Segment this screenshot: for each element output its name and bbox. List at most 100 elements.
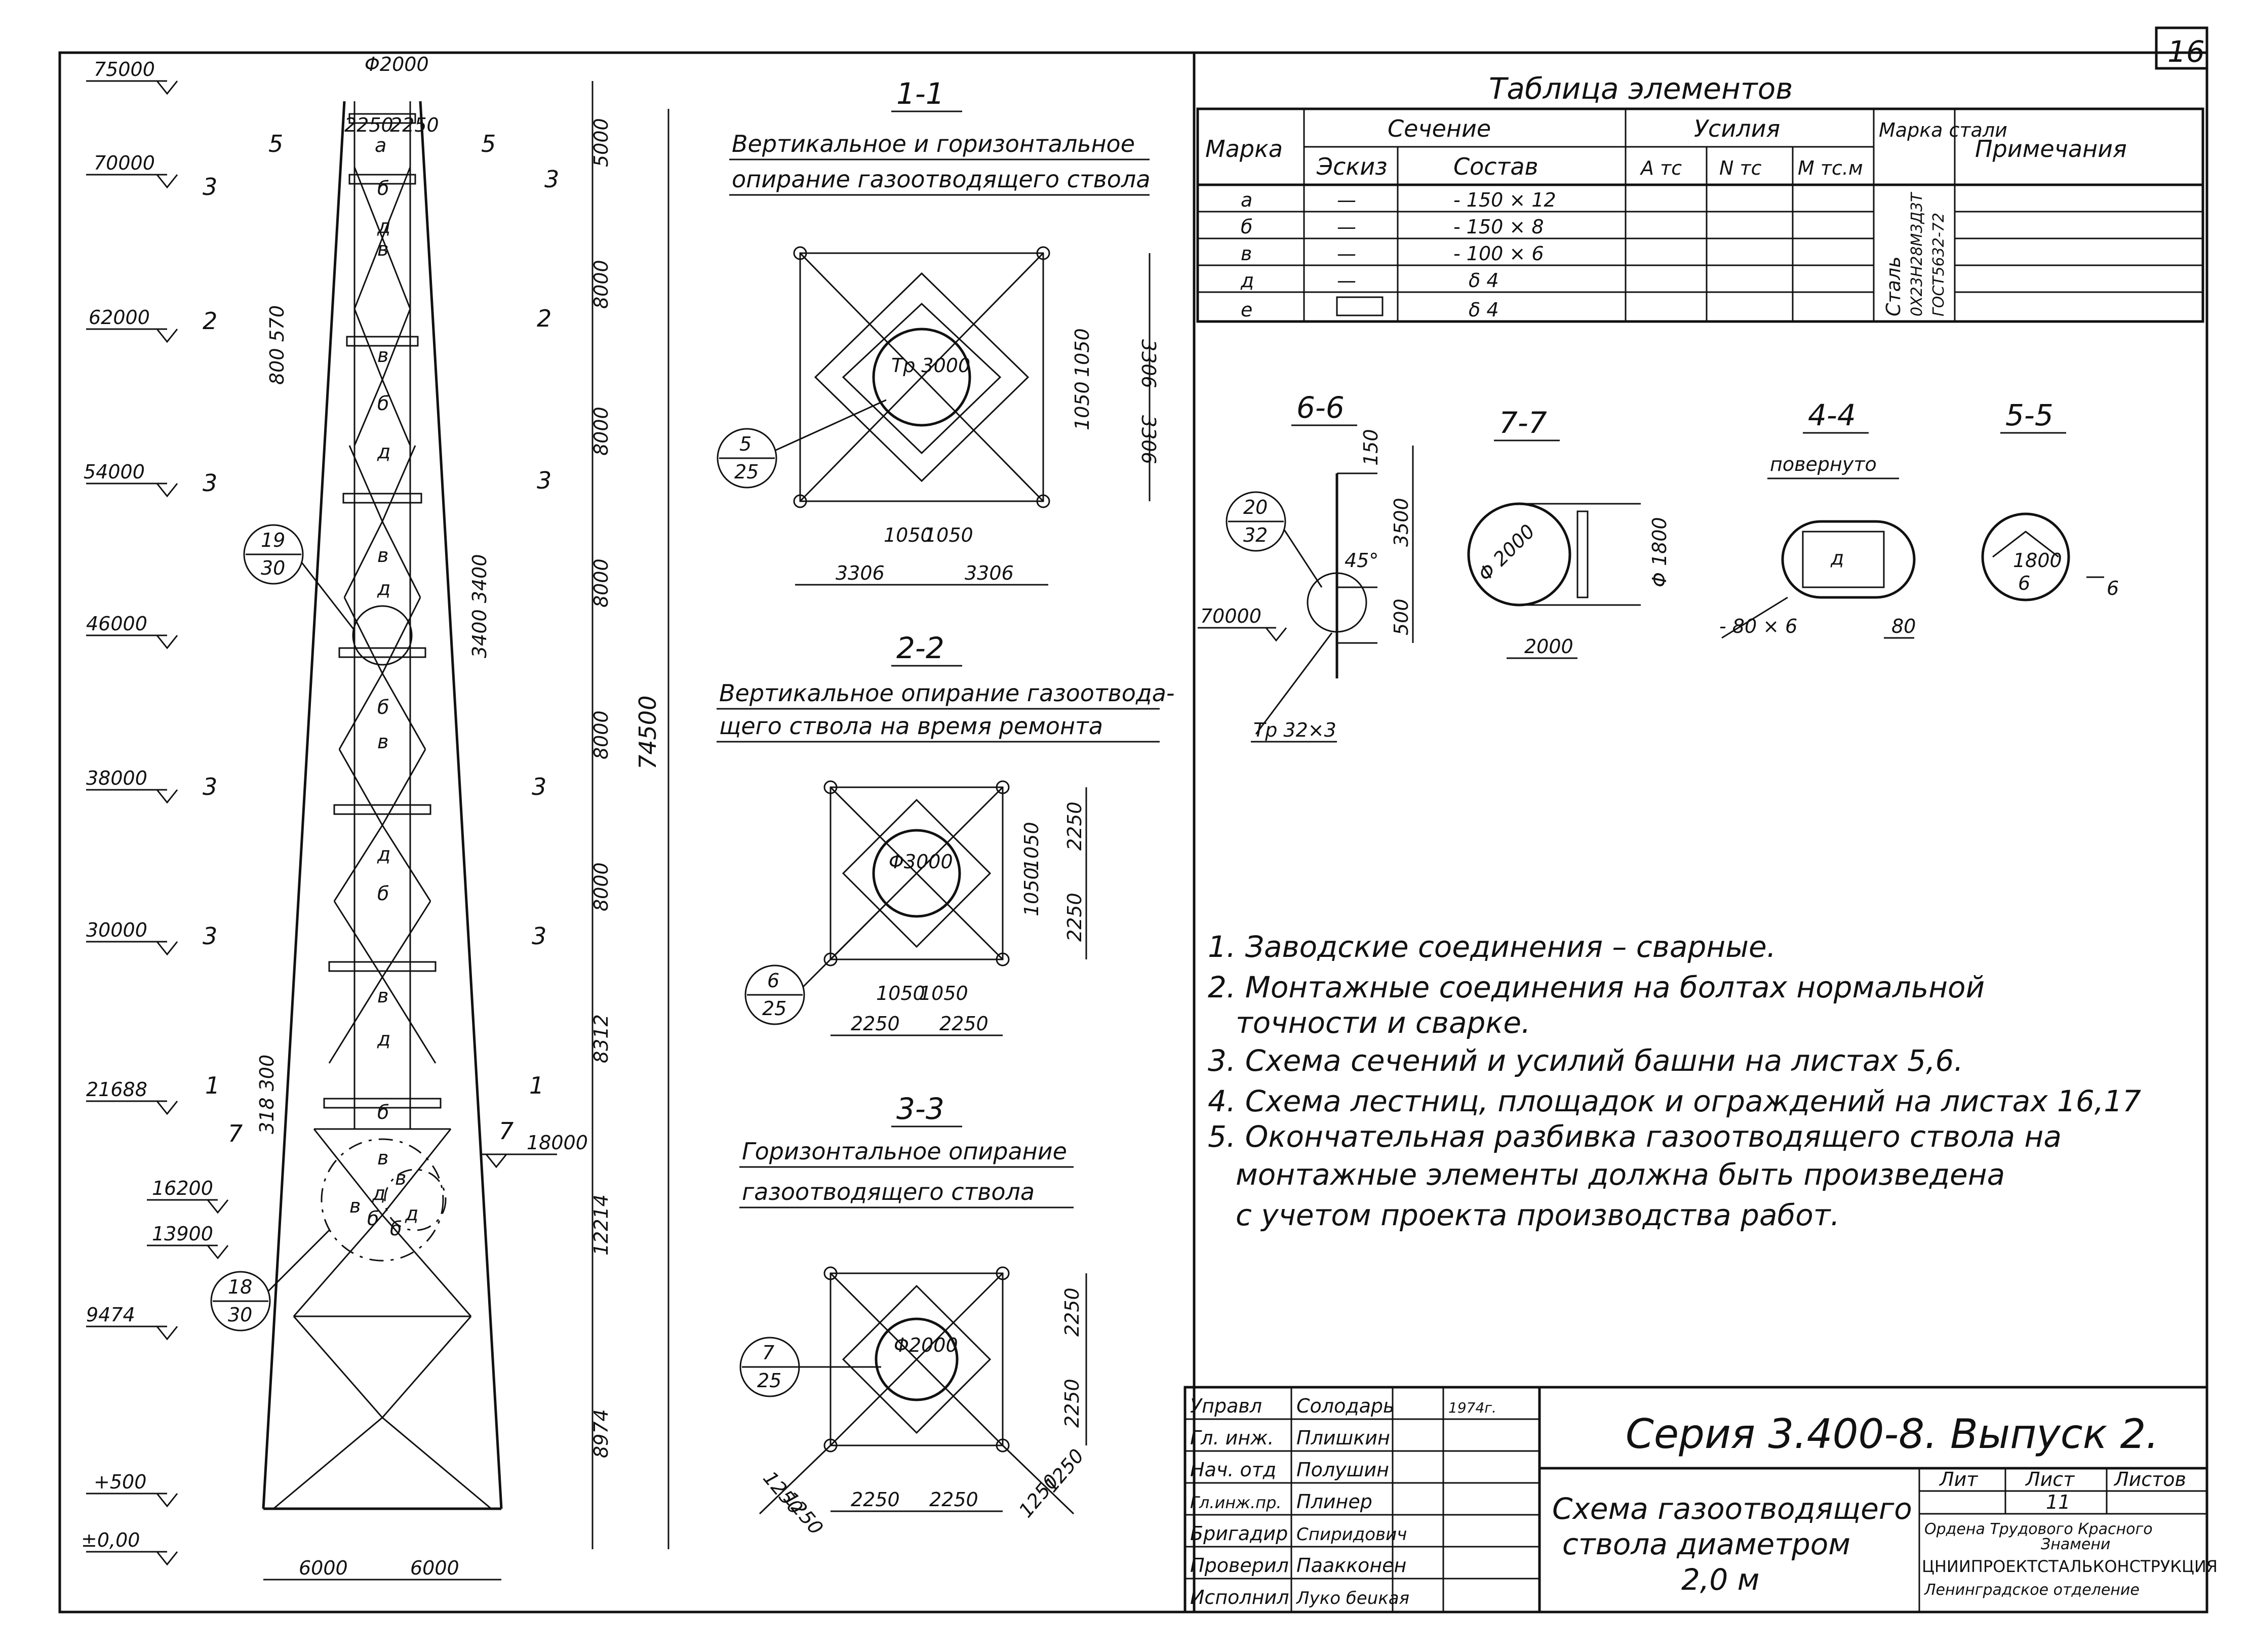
base-dim-right: 6000 — [410, 1557, 459, 1579]
svg-text:в: в — [395, 1167, 406, 1189]
svg-text:б: б — [390, 1218, 402, 1240]
svg-text:500: 500 — [1390, 598, 1412, 635]
svg-text:30: 30 — [261, 557, 285, 579]
svg-text:5000: 5000 — [590, 118, 612, 167]
svg-text:12214: 12214 — [590, 1194, 612, 1256]
svg-text:25: 25 — [734, 461, 759, 483]
svg-text:Φ3000: Φ3000 — [889, 851, 953, 873]
svg-text:1050: 1050 — [924, 524, 973, 546]
svg-text:70000: 70000 — [1200, 605, 1261, 627]
table-row: е δ 4 — [1241, 296, 1499, 321]
base-dim-left: 6000 — [299, 1557, 348, 1579]
svg-text:- 150 × 8: - 150 × 8 — [1453, 216, 1544, 238]
span-dims: 5000 8000 8000 8000 8000 8000 8312 12214… — [590, 118, 612, 1458]
svg-text:1800: 1800 — [2013, 549, 2062, 572]
svg-text:6: 6 — [767, 970, 779, 992]
svg-text:Тр 3000: Тр 3000 — [891, 354, 970, 377]
svg-text:б: б — [377, 1101, 389, 1123]
svg-text:3: 3 — [537, 467, 551, 494]
svg-text:Луко беuкая: Луко беuкая — [1295, 1588, 1409, 1608]
svg-text:в: в — [377, 544, 388, 567]
svg-text:8000: 8000 — [590, 407, 612, 456]
level-13900: 13900 — [147, 1223, 229, 1260]
svg-text:8000: 8000 — [590, 862, 612, 911]
svg-text:1050: 1050 — [1020, 822, 1043, 871]
level-75000: 75000 — [86, 58, 178, 95]
svg-text:Тр 32×3: Тр 32×3 — [1253, 719, 1336, 741]
svg-text:70000: 70000 — [94, 152, 155, 174]
svg-text:б: б — [367, 1207, 379, 1230]
svg-text:7: 7 — [499, 1117, 514, 1145]
svg-text:30: 30 — [228, 1304, 252, 1326]
section-3-3: 3-3 Горизонтальное опирание газоотводяще… — [739, 1092, 1088, 1539]
level-16200: 16200 — [147, 1177, 229, 1214]
svg-text:Φ 1800: Φ 1800 — [1648, 517, 1671, 587]
svg-text:3500: 3500 — [1390, 498, 1412, 547]
table-row: а — - 150 × 12 — [1241, 189, 1556, 211]
svg-text:18: 18 — [228, 1276, 252, 1298]
svg-text:- 100 × 6: - 100 × 6 — [1453, 243, 1544, 265]
svg-text:2-2: 2-2 — [896, 631, 944, 665]
svg-text:Ленинградское отделение: Ленинградское отделение — [1924, 1581, 2140, 1599]
note-5-end: с учетом проекта производства работ. — [1236, 1198, 1840, 1232]
svg-text:в: в — [377, 1147, 388, 1169]
svg-text:8312: 8312 — [590, 1014, 612, 1063]
tower-leg-right — [419, 101, 503, 1509]
section-2-2: 2-2 Вертикальное опирание газоотвода- ще… — [717, 631, 1175, 1036]
detail-5-5: 5-5 1800 6 6 — [1981, 398, 2119, 601]
level-markers: 75000 70000 62000 54000 46000 38000 3000… — [81, 58, 588, 1566]
svg-text:Лист: Лист — [2025, 1468, 2075, 1490]
svg-text:Знамени: Знамени — [2041, 1536, 2110, 1553]
svg-text:8000: 8000 — [590, 710, 612, 759]
svg-text:Плинер: Плинер — [1296, 1490, 1372, 1513]
svg-text:а: а — [1241, 189, 1252, 211]
svg-text:2: 2 — [203, 307, 217, 335]
svg-text:±0,00: ±0,00 — [81, 1529, 140, 1551]
svg-text:2250: 2250 — [1063, 801, 1086, 851]
section-1-1: 1-1 Вертикальное и горизонтальное опиран… — [717, 76, 1160, 586]
svg-text:Примечания: Примечания — [1975, 135, 2127, 163]
level-9474: 9474 — [86, 1304, 178, 1341]
svg-text:3306: 3306 — [1137, 415, 1160, 464]
svg-text:7: 7 — [762, 1342, 774, 1364]
note-1: 1. Заводские соединения – сварные. — [1208, 930, 1776, 964]
svg-text:1050: 1050 — [919, 982, 968, 1004]
svg-text:46000: 46000 — [86, 613, 147, 635]
note-3: 3. Схема сечений и усилий башни на листа… — [1208, 1043, 1963, 1078]
svg-text:1: 1 — [205, 1072, 220, 1099]
svg-text:- 150 × 12: - 150 × 12 — [1453, 189, 1556, 211]
elements-table: Таблица элементов Марка Сечение Эскиз Со… — [1196, 71, 2204, 323]
svg-text:в: в — [377, 238, 388, 260]
svg-text:—: — — [1337, 216, 1356, 238]
table-row: в — - 100 × 6 — [1241, 243, 1544, 265]
svg-text:Плишкин: Плишкин — [1296, 1427, 1390, 1449]
svg-text:д: д — [1830, 547, 1844, 569]
top-diameter: Φ2000 — [365, 53, 429, 75]
note-2: 2. Монтажные соединения на болтах нормал… — [1208, 970, 1985, 1004]
svg-text:1050: 1050 — [1071, 328, 1093, 377]
svg-text:2000: 2000 — [1524, 635, 1573, 658]
svg-text:3: 3 — [532, 922, 546, 950]
svg-text:δ 4: δ 4 — [1469, 299, 1499, 321]
note-4: 4. Схема лестниц, площадок и ограждений … — [1208, 1084, 2141, 1118]
svg-text:д: д — [377, 1028, 390, 1050]
svg-text:38000: 38000 — [86, 767, 147, 789]
svg-text:Φ 2000: Φ 2000 — [1474, 520, 1539, 585]
svg-text:д: д — [405, 1202, 418, 1225]
svg-text:45°: 45° — [1345, 549, 1378, 572]
series-title: Серия 3.400-8. Выпуск 2. — [1626, 1411, 2159, 1458]
svg-text:повернуто: повернуто — [1770, 453, 1877, 475]
level-54000: 54000 — [84, 461, 178, 498]
svg-text:3-3: 3-3 — [896, 1092, 944, 1126]
svg-text:—: — — [1337, 243, 1356, 265]
svg-text:Полушин: Полушин — [1296, 1459, 1389, 1481]
svg-text:2250: 2250 — [1061, 1379, 1083, 1428]
names: Солодарь Плишкин Полушин Плинер Спиридов… — [1295, 1395, 1409, 1608]
svg-text:Лит: Лит — [1939, 1468, 1979, 1490]
tower-bracing — [263, 167, 501, 1510]
svg-text:5: 5 — [481, 130, 496, 157]
svg-text:6: 6 — [2018, 572, 2030, 594]
total-height: 74500 — [634, 696, 661, 770]
